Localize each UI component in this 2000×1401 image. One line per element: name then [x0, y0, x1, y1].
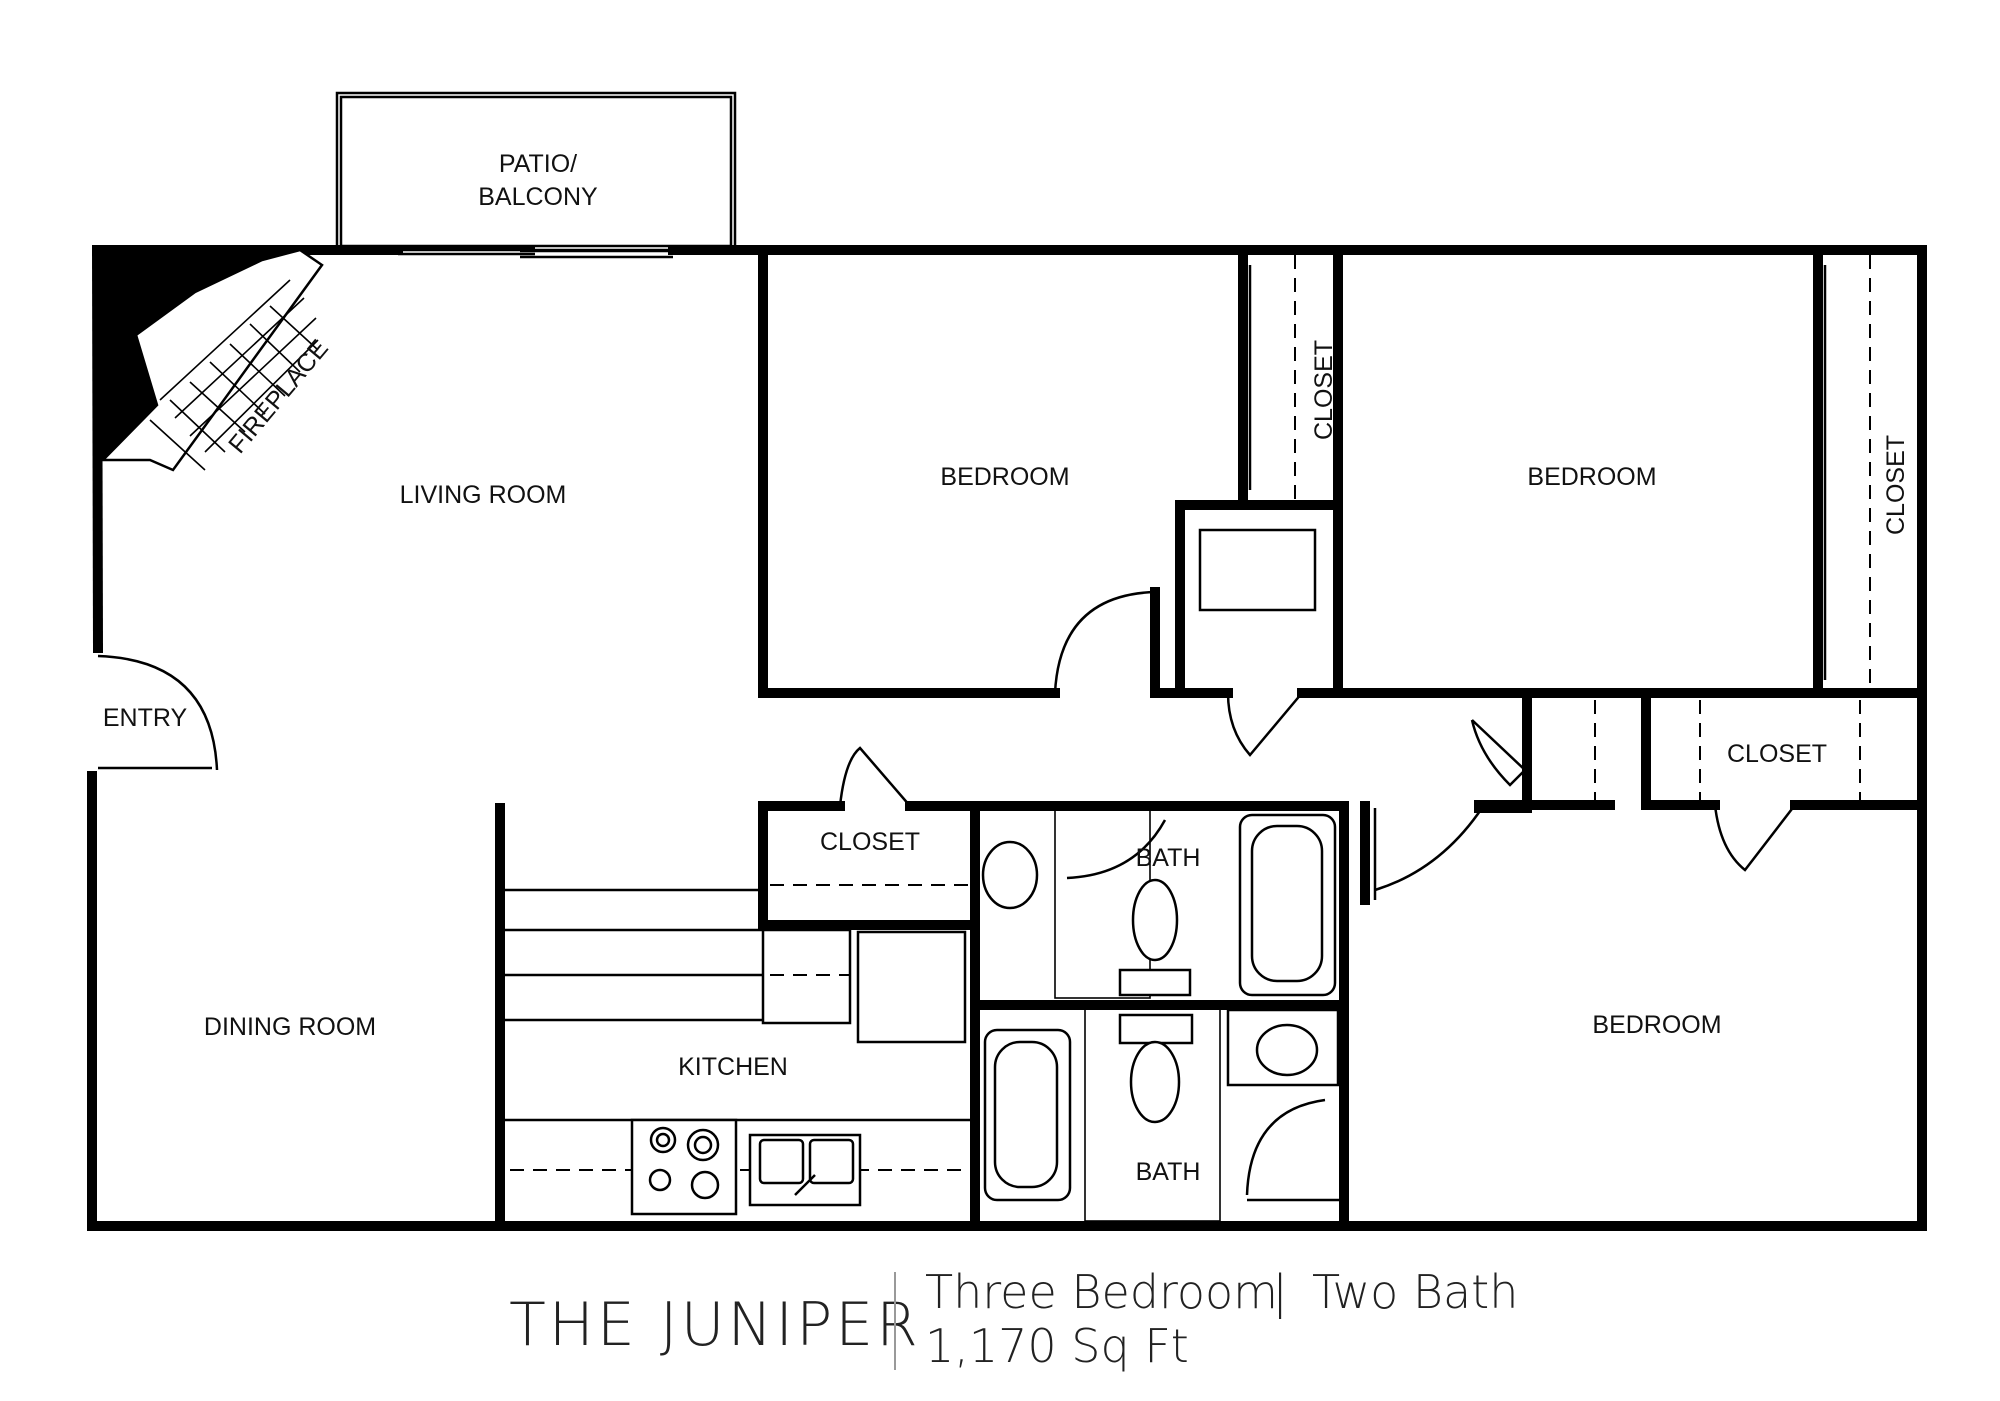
bedroom-2-label: BEDROOM [1527, 463, 1656, 491]
plan-title: THE JUNIPER [509, 1290, 921, 1360]
living-room-label: LIVING ROOM [400, 481, 567, 509]
kitchen-closet-label: CLOSET [820, 828, 920, 856]
kitchen-label: KITCHEN [678, 1053, 788, 1081]
patio-label-line2: BALCONY [478, 183, 598, 211]
entry-label: ENTRY [103, 704, 188, 732]
patio-label: PATIO/ [499, 150, 577, 178]
square-footage: 1,170 Sq Ft [925, 1319, 1189, 1373]
closets [770, 255, 1871, 886]
bedroom-count: Three Bedroom [925, 1265, 1278, 1319]
fireplace [97, 248, 324, 472]
closet-2-label: CLOSET [1882, 435, 1910, 535]
bedroom-1-label: BEDROOM [940, 463, 1069, 491]
bedroom-3-label: BEDROOM [1592, 1011, 1721, 1039]
dining-room-label: DINING ROOM [204, 1013, 376, 1041]
footer-separator: | [1272, 1265, 1288, 1320]
bath-fixtures [981, 805, 1340, 1222]
room-labels: PATIO/ BALCONY FIREPLACE LIVING ROOM ENT… [103, 150, 1910, 1186]
plan-footer: THE JUNIPER Three Bedroom | Two Bath 1,1… [509, 1265, 1518, 1373]
kitchen-fixtures [505, 888, 970, 1216]
closet-3-label: CLOSET [1727, 740, 1827, 768]
bath-1-label: BATH [1136, 844, 1201, 872]
bath-2-label: BATH [1136, 1158, 1201, 1186]
closet-1-label: CLOSET [1310, 340, 1338, 440]
bath-count: Two Bath [1312, 1265, 1518, 1319]
doors [838, 590, 1796, 1202]
